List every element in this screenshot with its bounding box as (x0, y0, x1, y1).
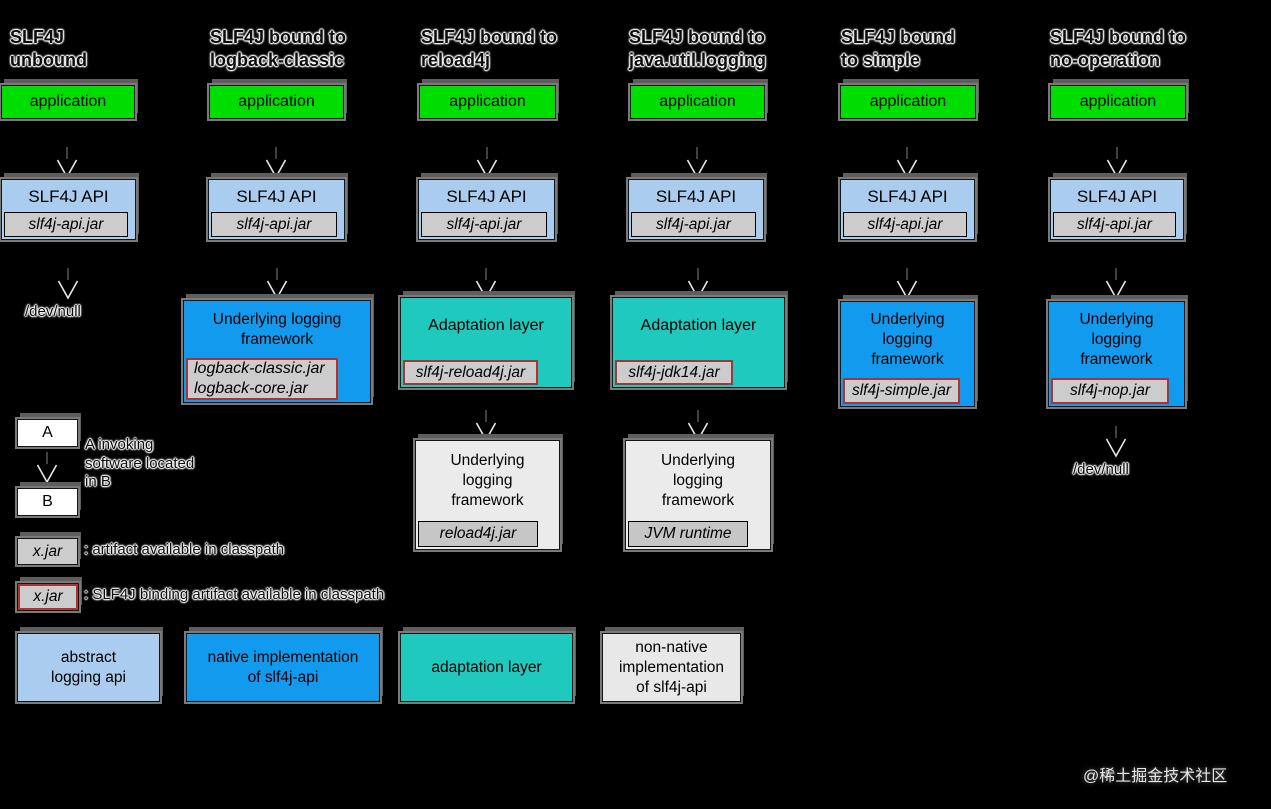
column-title: SLF4J unbound (10, 27, 87, 70)
framework-jar-label: reload4j.jar (418, 521, 538, 547)
arrow-down-icon (475, 268, 497, 300)
slf4j-api-box: SLF4J API slf4j-api.jar (1, 179, 136, 240)
legend-b-box: B (17, 488, 78, 516)
application-box: application (630, 85, 765, 119)
adaptation-layer-box: Adaptation layer slf4j-reload4j.jar (400, 297, 572, 388)
slf4j-api-jar: slf4j-api.jar (211, 212, 337, 237)
slf4j-api-box: SLF4J API slf4j-api.jar (208, 179, 345, 240)
column-title: SLF4J bound to java.util.logging (629, 27, 767, 70)
slf4j-api-label: SLF4J API (1076, 187, 1158, 206)
arrow-down-icon (686, 147, 708, 179)
application-label: application (659, 93, 736, 110)
slf4j-api-jar: slf4j-api.jar (631, 212, 756, 237)
underlying-framework-label: Underlying logging framework (660, 452, 736, 509)
binding-jar-label: slf4j-jdk14.jar (615, 360, 733, 385)
underlying-framework-label: Underlying logging framework (450, 452, 525, 509)
application-box: application (840, 85, 976, 119)
underlying-framework-box: Underlying logging framework reload4j.ja… (415, 440, 560, 550)
slf4j-api-label: SLF4J API (236, 187, 317, 206)
binding-jar-label: logback-classic.jar logback-core.jar (186, 358, 338, 400)
adaptation-layer-box: Adaptation layer slf4j-jdk14.jar (612, 297, 785, 388)
application-label: application (238, 93, 315, 110)
application-label: application (29, 93, 107, 110)
application-label: application (1079, 93, 1157, 110)
slf4j-api-label: SLF4J API (446, 187, 527, 206)
watermark: @稀土掘金技术社区 (1083, 768, 1228, 785)
arrow-down-icon (476, 147, 498, 179)
application-box: application (1, 85, 135, 119)
application-label: application (449, 93, 526, 110)
application-box: application (419, 85, 556, 119)
legend-adaptation-layer-box: adaptation layer (400, 633, 573, 702)
legend-binding-xjar-box: x.jar (17, 583, 79, 611)
column-title: SLF4J bound to logback-classic (210, 27, 346, 70)
application-box: application (209, 85, 344, 119)
arrow-down-icon (266, 268, 288, 300)
column-title: SLF4J bound to simple (841, 27, 955, 70)
legend-native-impl-box: native implementation of slf4j-api (186, 633, 380, 702)
arrow-down-icon (475, 410, 497, 442)
slf4j-api-box: SLF4J API slf4j-api.jar (1050, 179, 1184, 240)
arrow-down-icon (896, 268, 918, 300)
slf4j-api-box: SLF4J API slf4j-api.jar (418, 179, 555, 240)
legend-artifact-note: : artifact available in classpath (84, 541, 285, 558)
slf4j-api-box: SLF4J API slf4j-api.jar (840, 179, 975, 240)
application-label: application (869, 93, 947, 110)
legend-abstract-api-box: abstract logging api (17, 633, 160, 702)
slf4j-api-jar: slf4j-api.jar (421, 212, 547, 237)
xjar-binding-label: x.jar (18, 584, 78, 610)
arrow-down-icon (56, 147, 78, 179)
slf4j-api-label: SLF4J API (655, 187, 737, 206)
underlying-framework-label: Underlying logging framework (870, 311, 945, 368)
column-title: SLF4J bound to reload4j (421, 27, 557, 70)
application-box: application (1050, 85, 1186, 119)
slf4j-api-label: SLF4J API (28, 187, 109, 206)
arrow-down-icon (36, 452, 58, 484)
underlying-framework-box: Underlying logging framework slf4j-nop.j… (1048, 301, 1185, 407)
slf4j-api-box: SLF4J API slf4j-api.jar (628, 179, 764, 240)
slf4j-api-jar: slf4j-api.jar (843, 212, 967, 237)
dev-null-label: /dev/null (1073, 461, 1129, 478)
arrow-down-icon (1106, 147, 1128, 179)
arrow-down-icon (687, 268, 709, 300)
arrow-down-icon (265, 147, 287, 179)
legend-xjar-box: x.jar (17, 538, 78, 565)
legend-binding-note: : SLF4J binding artifact available in cl… (84, 586, 385, 603)
adaptation-layer-label: Adaptation layer (640, 317, 757, 334)
underlying-framework-box: Underlying logging framework logback-cla… (183, 300, 371, 403)
dev-null-label: /dev/null (25, 303, 81, 320)
arrow-down-icon (896, 147, 918, 179)
underlying-framework-box: Underlying logging framework JVM runtime (625, 440, 771, 550)
arrow-down-icon (1105, 268, 1127, 300)
slf4j-api-jar: slf4j-api.jar (1053, 212, 1176, 237)
legend-non-native-impl-box: non-native implementation of slf4j-api (602, 633, 741, 702)
column-title: SLF4J bound to no-operation (1050, 27, 1186, 70)
arrow-down-icon (687, 410, 709, 442)
slf4j-api-jar: slf4j-api.jar (4, 212, 128, 237)
slf4j-api-label: SLF4J API (867, 187, 948, 206)
underlying-framework-label: Underlying logging framework (212, 311, 342, 348)
legend-invoking-text: A invoking software located in B (85, 436, 195, 490)
underlying-framework-label: Underlying logging framework (1079, 311, 1154, 368)
binding-jar-label: slf4j-nop.jar (1051, 378, 1169, 404)
xjar-label: x.jar (18, 539, 77, 564)
underlying-framework-box: Underlying logging framework slf4j-simpl… (840, 301, 975, 407)
binding-jar-label: slf4j-simple.jar (843, 378, 960, 404)
arrow-down-icon (1105, 426, 1127, 458)
adaptation-layer-label: Adaptation layer (428, 317, 544, 334)
framework-jar-label: JVM runtime (628, 521, 748, 547)
arrow-down-icon (57, 268, 79, 300)
legend-a-box: A (17, 419, 78, 447)
binding-jar-label: slf4j-reload4j.jar (403, 360, 538, 385)
